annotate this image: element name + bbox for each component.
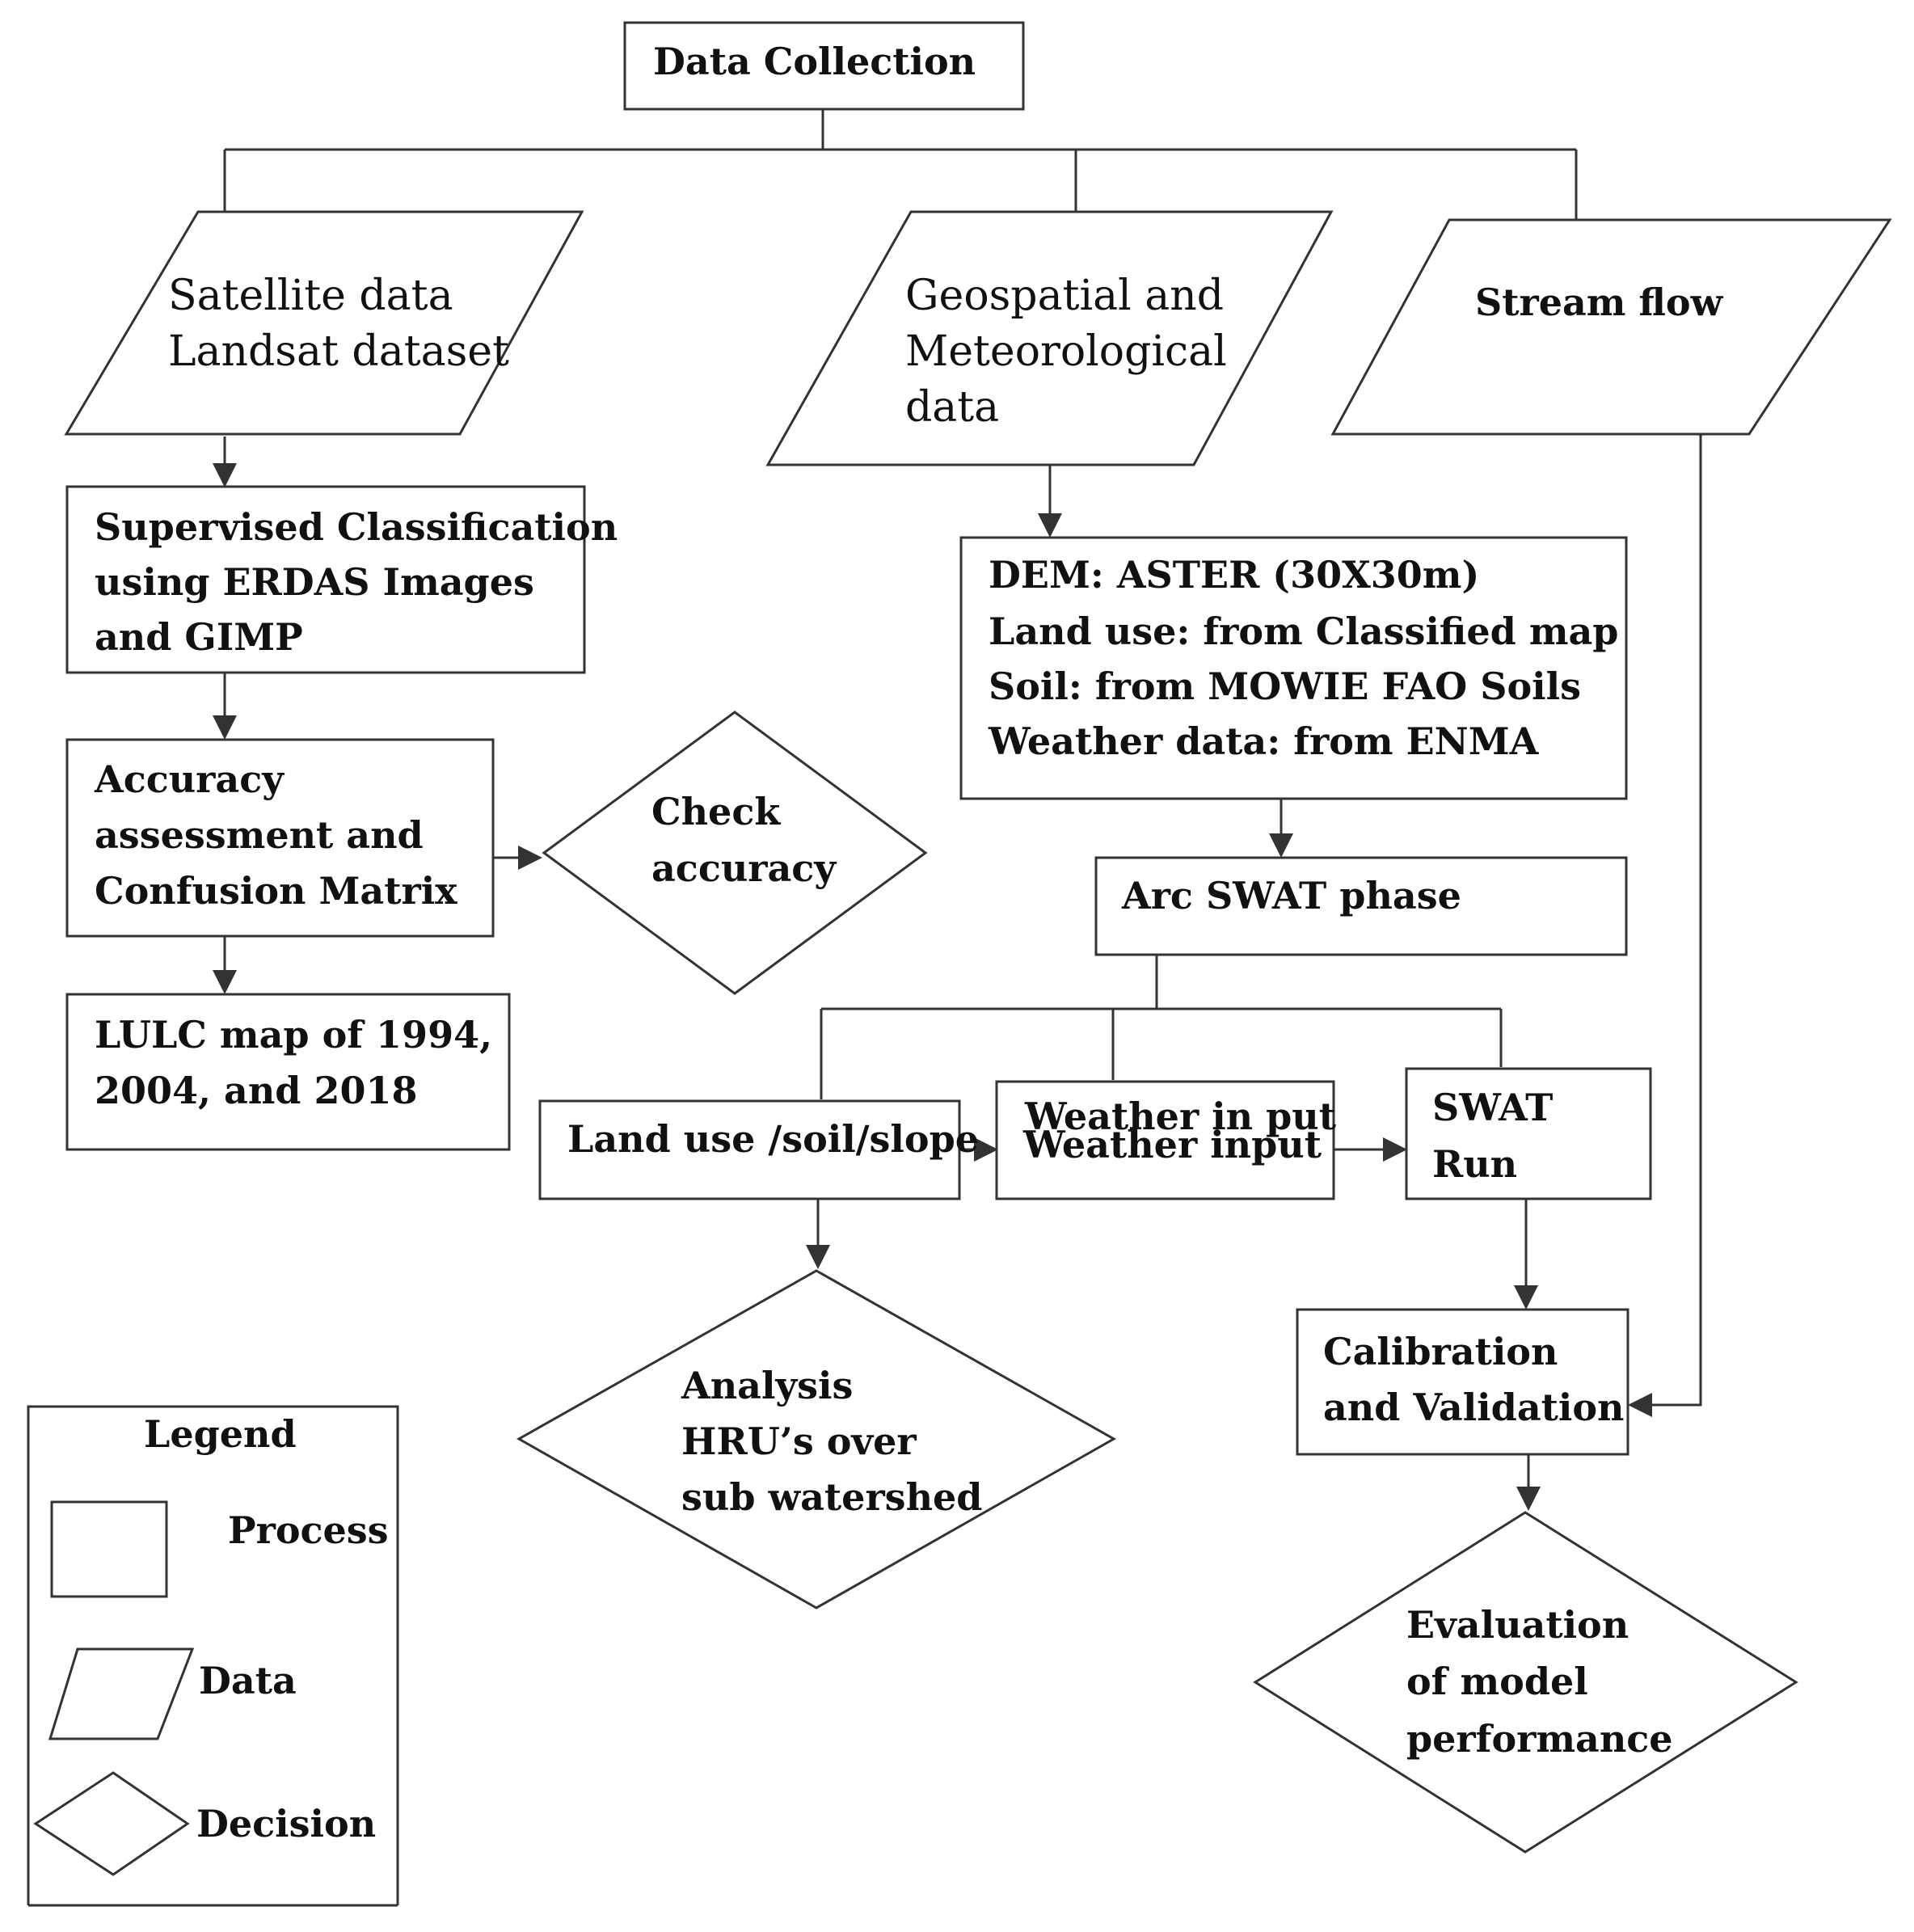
lulc-map-process: LULC map of 1994, 2004, and 2018	[65, 993, 511, 1151]
legend: Legend Process Data Decision	[27, 1405, 399, 1907]
legend-process-symbol	[50, 1500, 168, 1598]
evaluation-line-2: of model	[1406, 1660, 1588, 1703]
legend-data-symbol	[48, 1647, 195, 1740]
lulc-label-line-2: 2004, and 2018	[95, 1069, 418, 1112]
check-accuracy-line-2: accuracy	[651, 846, 837, 890]
analysis-line-1: Analysis	[681, 1364, 853, 1407]
evaluation-diamond	[1253, 1511, 1798, 1854]
weather-input-label-overlay: Weather in put	[1024, 1095, 1337, 1138]
land-use-soil-slope-label: Land use /soil/slope	[567, 1117, 979, 1161]
model-inputs-process: DEM: ASTER (30X30m) Land use: from Class…	[959, 536, 1628, 800]
legend-frame	[27, 1405, 399, 1905]
analysis-line-3: sub watershed	[681, 1475, 982, 1519]
supervised-classification-box	[65, 485, 586, 674]
satellite-label-line-2: Landsat dataset	[168, 327, 509, 376]
land-use-soil-slope-box	[538, 1099, 961, 1200]
accuracy-assessment-process: Accuracy assessment and Confusion Matrix	[65, 738, 495, 938]
accuracy-label-line-3: Confusion Matrix	[95, 869, 457, 913]
evaluation-decision: Evaluation of model performance	[1253, 1511, 1798, 1854]
swat-run-line-1: SWAT	[1432, 1086, 1553, 1129]
check-accuracy-line-1: Check	[651, 790, 781, 833]
satellite-data-node: Satellite data Landsat dataset	[64, 210, 584, 436]
arc-swat-phase-label: Arc SWAT phase	[1121, 874, 1461, 917]
analysis-line-2: HRU’s over	[681, 1419, 917, 1463]
arrow-streamflow-to-calibration	[1628, 434, 1702, 1417]
swat-run-box	[1405, 1067, 1652, 1200]
supervised-label-line-3: and GIMP	[95, 615, 303, 659]
geospatial-data-shape	[765, 210, 1334, 466]
model-inputs-box	[959, 536, 1628, 800]
connectors	[213, 109, 1702, 1511]
satellite-label-line-1: Satellite data	[168, 272, 453, 320]
check-accuracy-diamond	[542, 711, 928, 995]
weather-input-process: Weather in put Weather input	[995, 1080, 1337, 1200]
calibration-validation-process: Calibration and Validation	[1296, 1308, 1629, 1456]
analysis-diamond	[516, 1269, 1117, 1609]
geospatial-label-line-2: Meteorological	[905, 327, 1227, 376]
legend-title: Legend	[144, 1412, 297, 1456]
satellite-data-shape	[64, 210, 584, 436]
data-collection-label: Data Collection	[653, 40, 976, 83]
land-use-source-label: Land use: from Classified map	[989, 610, 1618, 653]
soil-source-label: Soil: from MOWIE FAO Soils	[989, 664, 1581, 708]
supervised-label-line-1: Supervised Classification	[95, 505, 618, 549]
legend-data-label: Data	[199, 1659, 297, 1702]
dem-label: DEM: ASTER (30X30m)	[989, 553, 1479, 597]
weather-input-box	[995, 1080, 1335, 1200]
arc-swat-phase-process: Arc SWAT phase	[1094, 856, 1628, 956]
legend-process-label: Process	[228, 1508, 389, 1552]
accuracy-label-line-2: assessment and	[95, 813, 424, 857]
supervised-classification-process: Supervised Classification using ERDAS Im…	[65, 485, 618, 674]
calibration-validation-box	[1296, 1308, 1629, 1456]
supervised-label-line-2: using ERDAS Images	[95, 560, 534, 604]
accuracy-label-line-1: Accuracy	[94, 757, 285, 801]
geospatial-data-node: Geospatial and Meteorological data	[765, 210, 1334, 466]
arc-swat-phase-box	[1094, 856, 1628, 956]
weather-source-label: Weather data: from ENMA	[988, 719, 1540, 763]
stream-flow-label: Stream flow	[1475, 281, 1724, 324]
geospatial-label-line-3: data	[905, 383, 999, 432]
accuracy-assessment-box	[65, 738, 495, 938]
weather-input-label: Weather input	[1022, 1123, 1322, 1166]
calibration-line-2: and Validation	[1323, 1386, 1624, 1429]
lulc-label-line-1: LULC map of 1994,	[95, 1013, 492, 1057]
land-use-soil-slope-process: Land use /soil/slope	[538, 1099, 979, 1200]
data-collection-process: Data Collection	[623, 21, 1025, 111]
swat-run-line-2: Run	[1432, 1142, 1517, 1186]
swat-run-process: SWAT Run	[1405, 1067, 1652, 1200]
stream-flow-node: Stream flow	[1330, 218, 1892, 436]
stream-flow-shape	[1330, 218, 1892, 436]
analysis-decision: Analysis HRU’s over sub watershed	[516, 1269, 1117, 1609]
check-accuracy-decision: Check accuracy	[542, 711, 928, 995]
evaluation-line-3: performance	[1406, 1717, 1673, 1761]
legend-decision-label: Decision	[196, 1802, 376, 1846]
lulc-map-box	[65, 993, 511, 1151]
calibration-line-1: Calibration	[1323, 1330, 1558, 1373]
geospatial-label-line-1: Geospatial and	[905, 272, 1224, 320]
data-collection-box	[623, 21, 1025, 111]
legend-decision-symbol	[33, 1771, 190, 1876]
evaluation-line-1: Evaluation	[1406, 1603, 1629, 1647]
